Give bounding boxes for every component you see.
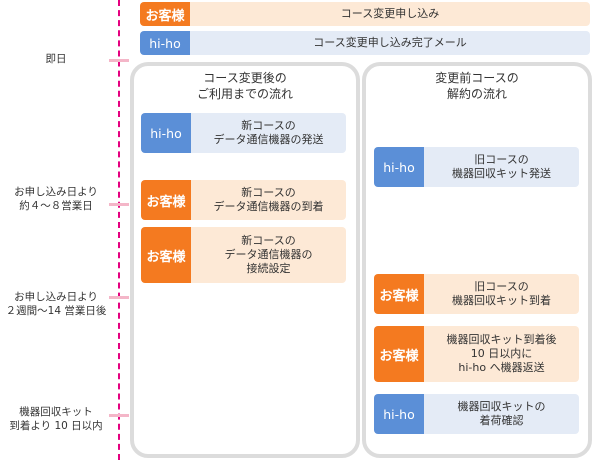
timeline-tick [109,296,129,299]
hiho-tag: hi-ho [140,31,190,55]
right-column-title: 変更前コースの 解約の流れ [435,71,519,101]
right-column-panel [362,62,592,458]
left-step-device-arrival: お客様 新コースの データ通信機器の到着 [141,180,346,220]
hiho-tag: hi-ho [141,113,191,153]
right-step-ship-return-kit: hi-ho 旧コースの 機器回収キット発送 [374,147,579,187]
step-text: 旧コースの 機器回収キット到着 [424,274,579,314]
customer-tag: お客様 [374,326,424,382]
left-step-ship-device: hi-ho 新コースの データ通信機器の発送 [141,113,346,153]
left-step-connection-setup: お客様 新コースの データ通信機器の 接続設定 [141,227,346,283]
timeline-label-same-day: 即日 [45,53,67,65]
top-row-confirmation-mail: hi-ho コース変更申し込み完了メール [140,31,590,55]
timeline-label-2-weeks: お申し込み日より ２週間～14 営業日後 [5,291,107,317]
timeline-tick [109,203,129,206]
timeline-tick [109,414,129,417]
step-text: コース変更申し込み完了メール [190,31,590,55]
right-step-receipt-confirmation: hi-ho 機器回収キットの 着荷確認 [374,394,579,434]
hiho-tag: hi-ho [374,394,424,434]
customer-tag: お客様 [374,274,424,314]
step-text: 新コースの データ通信機器の発送 [191,113,346,153]
customer-tag: お客様 [140,2,190,26]
left-column-title: コース変更後の ご利用までの流れ [196,71,293,101]
timeline-line [118,0,120,460]
timeline-label-4-8-days: お申し込み日より 約４～８営業日 [14,186,98,212]
step-text: 新コースの データ通信機器の 接続設定 [191,227,346,283]
step-text: コース変更申し込み [190,2,590,26]
right-step-return-device: お客様 機器回収キット到着後 10 日以内に hi-ho へ機器返送 [374,326,579,382]
customer-tag: お客様 [141,180,191,220]
hiho-tag: hi-ho [374,147,424,187]
top-row-application: お客様 コース変更申し込み [140,2,590,26]
step-text: 新コースの データ通信機器の到着 [191,180,346,220]
right-step-kit-arrival: お客様 旧コースの 機器回収キット到着 [374,274,579,314]
timeline-tick [109,59,129,62]
timeline-label-10-days: 機器回収キット 到着より 10 日以内 [9,406,103,432]
customer-tag: お客様 [141,227,191,283]
step-text: 機器回収キットの 着荷確認 [424,394,579,434]
step-text: 旧コースの 機器回収キット発送 [424,147,579,187]
step-text: 機器回収キット到着後 10 日以内に hi-ho へ機器返送 [424,326,579,382]
